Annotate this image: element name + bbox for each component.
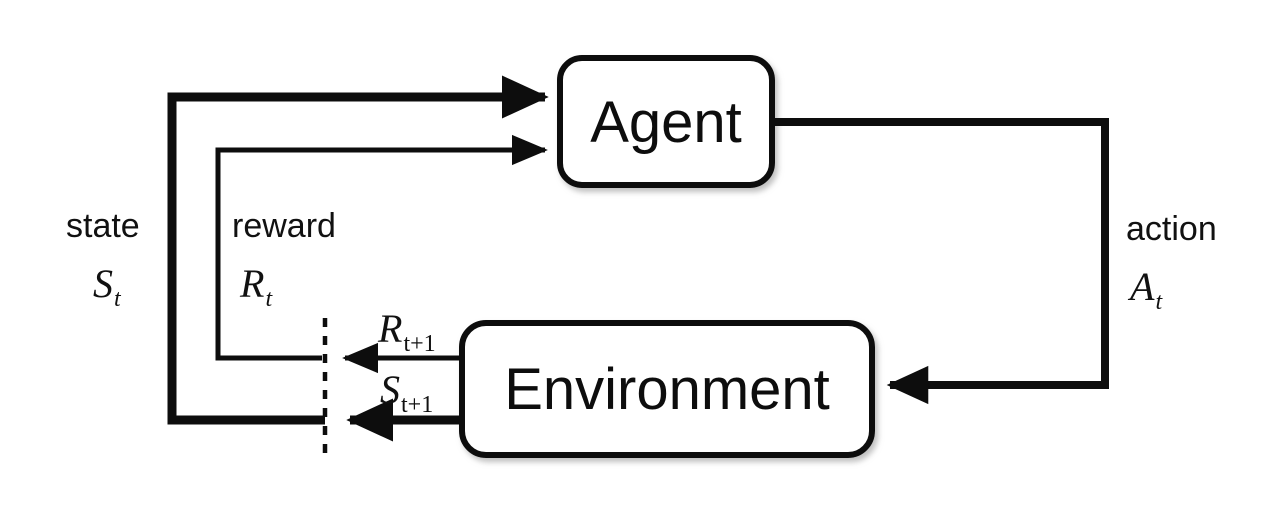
next-state-symbol-base: S bbox=[380, 367, 400, 412]
action-symbol-subscript: t bbox=[1155, 289, 1163, 315]
edge-reward bbox=[215, 134, 548, 361]
next-reward-symbol-subscript: t+1 bbox=[403, 331, 435, 357]
next-state-symbol-subscript: t+1 bbox=[401, 392, 433, 418]
node-agent[interactable]: Agent bbox=[557, 55, 775, 188]
state-symbol-base: S bbox=[93, 261, 113, 306]
label-reward: reward Rt bbox=[232, 207, 336, 312]
action-symbol-base: A bbox=[1127, 264, 1155, 309]
label-next-reward: Rt+1 bbox=[377, 306, 436, 357]
label-state: state St bbox=[66, 207, 140, 312]
edge-action bbox=[772, 118, 1109, 405]
action-arrow-path bbox=[772, 118, 1109, 405]
environment-box[interactable] bbox=[459, 320, 875, 458]
state-arrow-path bbox=[167, 75, 549, 425]
state-symbol: St bbox=[93, 261, 122, 312]
next-reward-symbol: Rt+1 bbox=[377, 306, 436, 357]
environment-label: Environment bbox=[504, 357, 830, 422]
next-reward-symbol-base: R bbox=[377, 306, 402, 351]
agent-label: Agent bbox=[590, 90, 742, 155]
reward-symbol-subscript: t bbox=[265, 286, 273, 312]
node-environment[interactable]: Environment bbox=[459, 320, 875, 458]
label-action: action At bbox=[1126, 210, 1217, 315]
action-symbol: At bbox=[1127, 264, 1163, 315]
next-state-symbol: St+1 bbox=[380, 367, 433, 418]
reward-symbol: Rt bbox=[239, 261, 273, 312]
reward-arrow-path bbox=[215, 134, 548, 361]
action-text-label: action bbox=[1126, 210, 1217, 248]
reward-text-label: reward bbox=[232, 207, 336, 245]
edge-state bbox=[167, 75, 549, 425]
label-next-state: St+1 bbox=[380, 367, 433, 418]
state-symbol-subscript: t bbox=[114, 286, 122, 312]
state-text-label: state bbox=[66, 207, 140, 245]
reward-symbol-base: R bbox=[239, 261, 264, 306]
